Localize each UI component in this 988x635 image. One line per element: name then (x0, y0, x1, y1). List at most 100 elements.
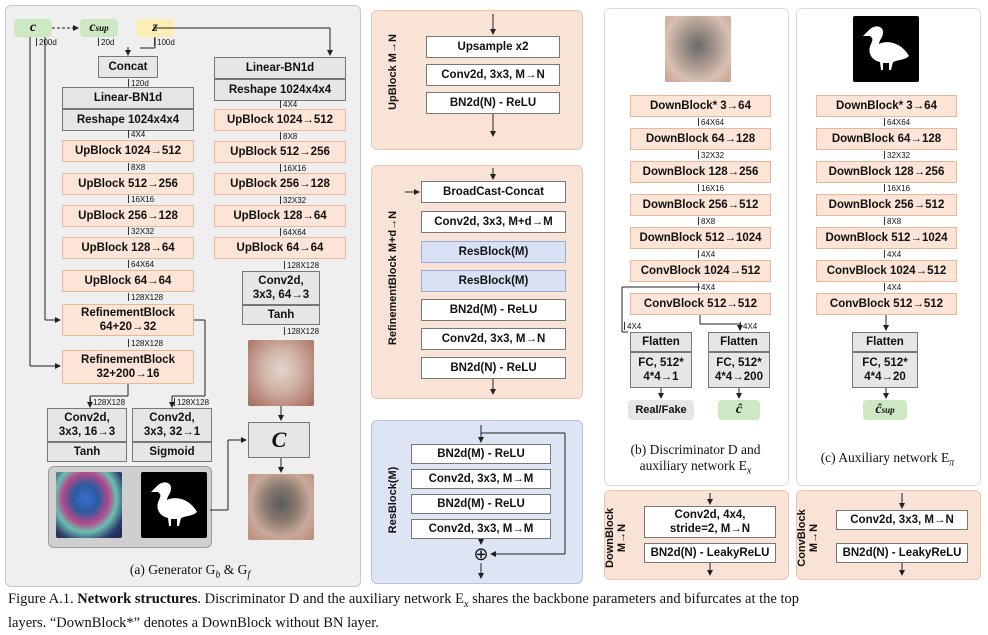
disc-dim-3: 8X8 (698, 217, 715, 226)
disc-split-dim-left: 4X4 (624, 322, 641, 331)
figure-caption-line1: Figure A.1. Network structures. Discrimi… (8, 590, 983, 614)
disc-caption-line2-wrap: auxiliary network Ex (604, 458, 787, 480)
upblock-layer-1: Conv2d, 3x3, M→N (426, 64, 560, 86)
aux-block-0: DownBlock* 3→64 (816, 95, 957, 117)
input-bird-image (665, 16, 731, 82)
downblock-layer-0: Conv2d, 4x4, stride=2, M→N (644, 506, 776, 538)
aux-dim-0: 64X64 (884, 118, 910, 127)
disc-block-6: ConvBlock 512→512 (630, 293, 771, 315)
convblock-panel (796, 490, 981, 580)
figure-caption-sub: x (464, 598, 469, 610)
refinement-resblock-0: ResBlock(M) (421, 241, 566, 263)
refine1-dim-label: 128X128 (128, 339, 163, 348)
aux-head-top: Flatten (852, 332, 918, 352)
disc-block-0: DownBlock* 3→64 (630, 95, 771, 117)
right-upblock-3: UpBlock 128→64 (214, 205, 346, 227)
aux-dim-4: 4X4 (884, 250, 901, 259)
convblock-title: ConvBlock M→N (796, 509, 820, 567)
left-dim-1: 8X8 (128, 163, 145, 172)
resblock-title: ResBlock(M) (387, 466, 399, 534)
right-dim-4: 64X64 (280, 228, 306, 237)
right-conv-bot: Tanh (242, 305, 320, 325)
add-plus-icon: ⊕ (473, 544, 489, 564)
left-reshape-box: Reshape 1024x4x4 (62, 109, 194, 131)
left-upblock-3: UpBlock 128→64 (62, 237, 194, 259)
background-image (248, 340, 314, 406)
right-dim-0: 4X4 (280, 100, 297, 109)
input-c-pill: c (14, 19, 52, 37)
csup-sub: sup (95, 23, 109, 33)
resblock-layer-1: Conv2d, 3x3, M→M (411, 469, 551, 489)
conv-tanh-left-top: Conv2d, 3x3, 16→3 (47, 408, 127, 442)
refinement-resblock-1: ResBlock(M) (421, 270, 566, 292)
refinement-layer-1: Conv2d, 3x3, M+d→M (421, 211, 566, 233)
left-dim-5: 128X128 (128, 293, 163, 302)
composite-image (248, 474, 314, 540)
upblock-title: UpBlock M→N (387, 34, 399, 110)
right-upblock-1: UpBlock 512→256 (214, 141, 346, 163)
disc-block-2: DownBlock 128→256 (630, 161, 771, 183)
right-dim-2: 16X16 (280, 164, 306, 173)
upblock-layer-2: BN2d(N) - ReLU (426, 92, 560, 114)
left-upblock-0: UpBlock 1024→512 (62, 140, 194, 162)
refinement-layer-4: BN2d(M) - ReLU (421, 299, 566, 321)
figure-caption-text2: shares the backbone parameters and bifur… (468, 591, 799, 607)
right-linear-box: Linear-BN1d (214, 57, 346, 79)
disc-dim-2: 16X16 (698, 184, 724, 193)
right-reshape-box: Reshape 1024x4x4 (214, 79, 346, 101)
real-fake-output: Real/Fake (628, 400, 694, 420)
figure-caption: Figure A.1. Network structures. Discrimi… (8, 590, 983, 633)
c-hat-sup-sub: sup (881, 405, 895, 415)
generator-caption-sub-f: f (247, 569, 251, 581)
disc-block-1: DownBlock 64→128 (630, 128, 771, 150)
figure-caption-line2: layers. “DownBlock*” denotes a DownBlock… (8, 614, 379, 631)
right-upblock-4: UpBlock 64→64 (214, 237, 346, 259)
c-dim-label: 200d (36, 38, 57, 47)
aux-block-4: DownBlock 512→1024 (816, 227, 957, 249)
left-dim-3: 32X32 (128, 227, 154, 236)
downblock-title: DownBlock M→N (604, 508, 628, 568)
disc-dim-0: 64X64 (698, 118, 724, 127)
aux-caption-sub: π (949, 457, 955, 469)
concat-box: Concat (98, 56, 158, 78)
left-upblock-2: UpBlock 256→128 (62, 205, 194, 227)
generator-caption: (a) Generator Gb & Gf (90, 562, 290, 584)
generator-caption-amp: & G (220, 562, 248, 577)
composite-box: C (248, 422, 310, 458)
disc-caption-line2: auxiliary network E (639, 458, 747, 473)
refinement-layer-0: BroadCast-Concat (421, 181, 566, 203)
aux-block-2: DownBlock 128→256 (816, 161, 957, 183)
resblock-layer-3: Conv2d, 3x3, M→M (411, 519, 551, 539)
right-dim-1: 8X8 (280, 132, 297, 141)
c-hat-output: ĉ (718, 400, 760, 420)
refinement-block-1: RefinementBlock 64+20→32 (62, 304, 194, 336)
right-upblock-2: UpBlock 256→128 (214, 173, 346, 195)
disc-caption-line1: (b) Discriminator D and (630, 442, 761, 457)
disc-caption-sub: x (746, 465, 752, 477)
aux-block-3: DownBlock 256→512 (816, 194, 957, 216)
convblock-layer-1: BN2d(N) - LeakyReLU (836, 543, 968, 563)
disc-dim-4: 4X4 (698, 250, 715, 259)
disc-dim-1: 32X32 (698, 151, 724, 160)
left-upblock-4: UpBlock 64→64 (62, 270, 194, 292)
disc-dim-5: 4X4 (698, 283, 715, 292)
disc-block-4: DownBlock 512→1024 (630, 227, 771, 249)
input-z-pill: z (136, 19, 174, 37)
disc-split-dim-right: 4X4 (740, 322, 757, 331)
right-conv-top: Conv2d, 3x3, 64→3 (242, 271, 320, 305)
aux-dim-2: 16X16 (884, 184, 910, 193)
generator-caption-main: (a) Generator G (129, 562, 216, 577)
figure-caption-text1: . Discriminator D and the auxiliary netw… (197, 591, 464, 607)
left-upblock-1: UpBlock 512→256 (62, 173, 194, 195)
conv-tanh-left-bot: Tanh (47, 442, 127, 462)
disc-head-left-top: Flatten (630, 332, 692, 352)
figure-caption-bold: Network structures (77, 591, 198, 607)
disc-block-3: DownBlock 256→512 (630, 194, 771, 216)
left-dim-0: 4X4 (128, 130, 145, 139)
left-dim-2: 16X16 (128, 195, 154, 204)
downblock-layer-1: BN2d(N) - LeakyReLU (644, 543, 776, 563)
bird-mask-icon (151, 482, 197, 526)
c-hat-sup-main: ĉ (875, 402, 882, 417)
